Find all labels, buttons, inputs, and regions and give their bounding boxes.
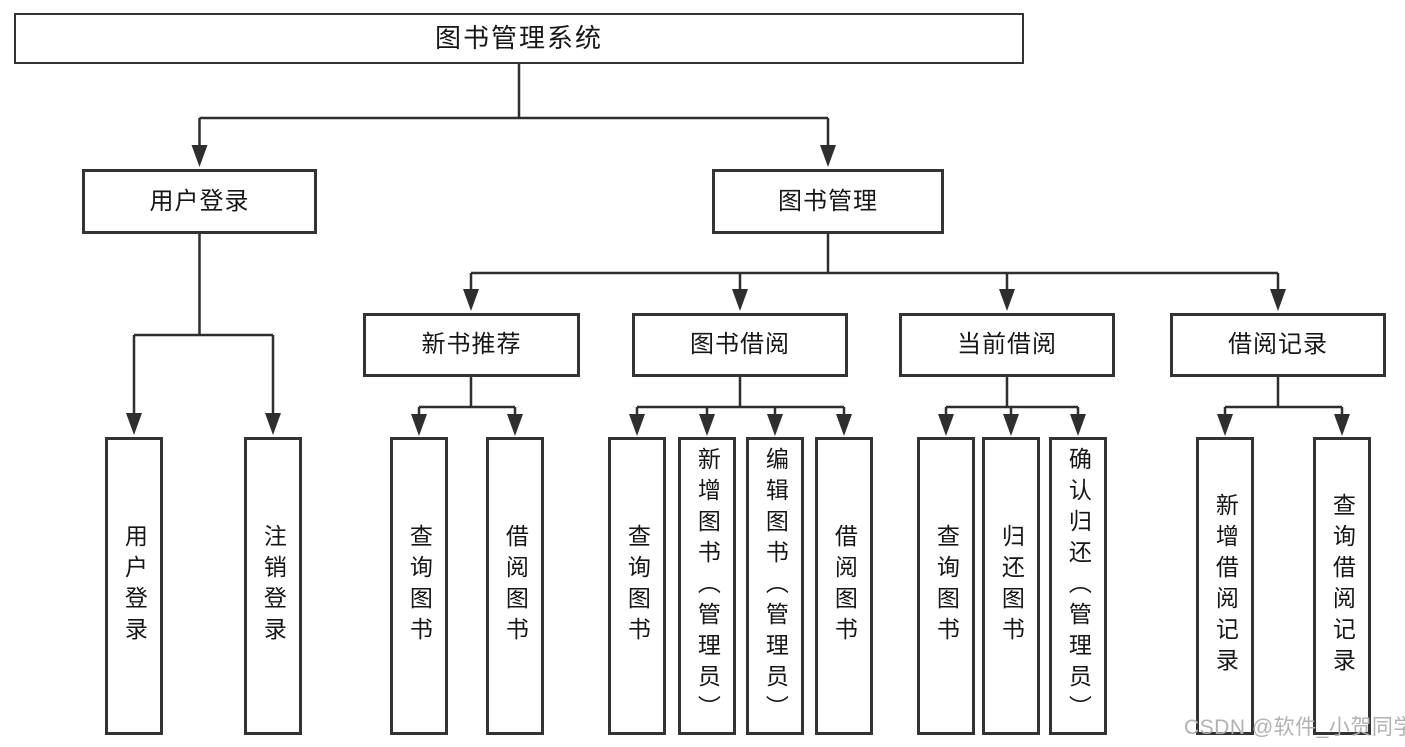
node-current-borrow: 当前借阅 <box>899 313 1115 377</box>
connector-borrow-records-to-leaves <box>1223 377 1344 421</box>
leaf-add-books-admin: 新增图书（管理员） <box>678 437 736 735</box>
arrowheads <box>126 145 1350 436</box>
leaf-query-borrow-record: 查询借阅记录 <box>1313 437 1371 735</box>
connector-book-borrow-to-leaves <box>635 377 846 421</box>
leaf-borrow-books: 借阅图书 <box>815 437 873 735</box>
watermark: CSDN @软件_小贺同学 <box>1184 716 1405 739</box>
leaf-query-books-current: 查询图书 <box>917 437 975 735</box>
leaf-confirm-return-admin: 确认归还（管理员） <box>1049 437 1107 735</box>
node-borrow-records: 借阅记录 <box>1170 313 1386 377</box>
node-new-book-recommend: 新书推荐 <box>363 313 580 377</box>
node-user-login: 用户登录 <box>82 169 317 234</box>
leaf-return-books: 归还图书 <box>982 437 1040 735</box>
connector-user-login-to-leaves <box>132 233 275 420</box>
leaf-edit-books-admin: 编辑图书（管理员） <box>746 437 804 735</box>
leaf-logout: 注销登录 <box>244 437 302 735</box>
leaf-query-books-borrow: 查询图书 <box>608 437 666 735</box>
node-root: 图书管理系统 <box>14 13 1024 64</box>
connector-new-book-to-leaves <box>417 377 517 421</box>
connector-book-management-to-level3 <box>469 233 1280 296</box>
node-book-borrow: 图书借阅 <box>632 313 848 377</box>
node-book-management: 图书管理 <box>712 169 944 234</box>
leaf-borrow-books-newbook: 借阅图书 <box>486 437 544 735</box>
leaf-user-login: 用户登录 <box>105 437 163 735</box>
leaf-add-borrow-record: 新增借阅记录 <box>1196 437 1254 735</box>
connector-root-to-level2 <box>198 64 830 150</box>
leaf-query-books-newbook: 查询图书 <box>390 437 448 735</box>
